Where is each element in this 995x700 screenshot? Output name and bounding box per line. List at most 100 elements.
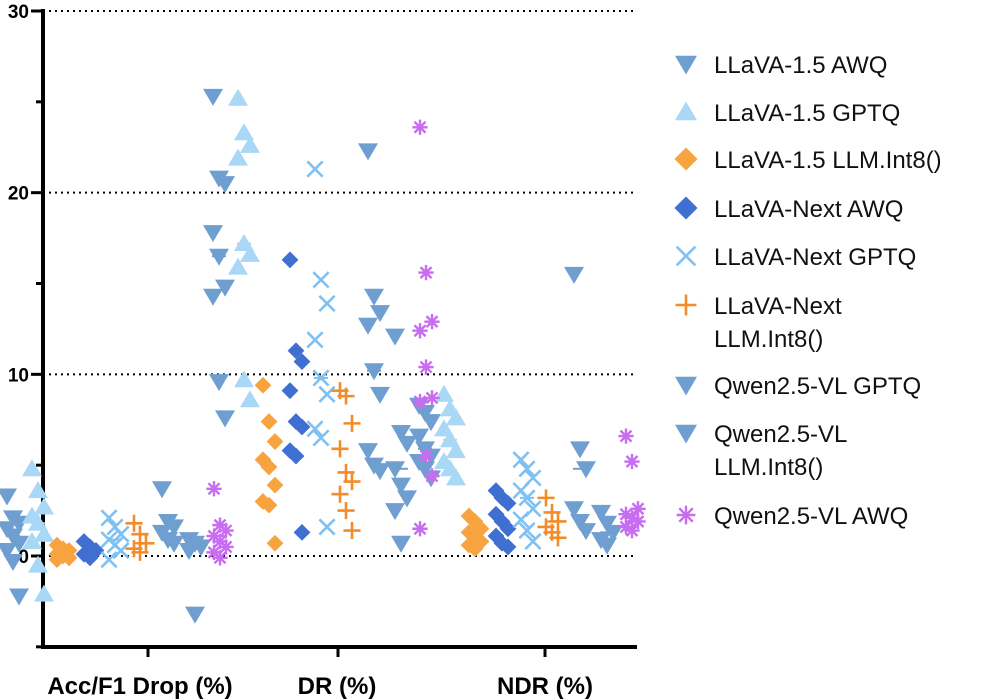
legend-label: Qwen2.5-VL AWQ	[714, 503, 908, 530]
data-point	[81, 549, 99, 567]
legend-marker	[674, 147, 698, 171]
legend-label: Qwen2.5-VL GPTQ	[714, 373, 921, 400]
data-point	[564, 266, 584, 284]
data-point	[391, 477, 411, 495]
data-point	[424, 314, 440, 330]
data-point	[260, 496, 278, 514]
data-point	[185, 606, 205, 624]
data-point	[460, 536, 478, 554]
x-category-label: DR (%)	[298, 673, 377, 700]
data-point	[624, 453, 640, 470]
data-point	[281, 251, 299, 269]
data-point	[228, 148, 248, 166]
data-point	[212, 550, 228, 566]
data-point	[412, 119, 428, 135]
data-point	[364, 288, 384, 306]
data-point	[209, 374, 229, 392]
data-point	[206, 481, 222, 497]
y-tick-label: 20	[8, 184, 29, 205]
data-point	[543, 503, 561, 521]
data-point	[48, 551, 66, 569]
data-point	[0, 488, 17, 506]
data-point	[460, 507, 478, 525]
data-point	[397, 435, 417, 453]
legend-marker	[675, 294, 697, 316]
data-point	[370, 386, 390, 404]
data-point	[618, 519, 634, 535]
data-point	[112, 541, 130, 560]
data-point	[499, 494, 517, 512]
data-point	[487, 527, 505, 545]
data-point	[215, 279, 235, 297]
data-point	[215, 176, 235, 194]
data-point	[385, 503, 405, 521]
data-point	[281, 382, 299, 400]
data-point	[518, 460, 536, 478]
data-point	[358, 317, 378, 335]
data-point	[22, 531, 42, 549]
data-point	[287, 342, 305, 360]
data-point	[493, 534, 511, 552]
data-point	[499, 538, 517, 556]
legend-item: LLaVA-1.5 AWQ	[675, 52, 887, 79]
data-point	[576, 523, 596, 541]
y-tick-label: 30	[8, 2, 29, 23]
data-point	[312, 271, 330, 289]
data-point	[293, 353, 311, 371]
data-point	[358, 443, 378, 461]
data-point	[306, 420, 324, 438]
data-point	[266, 534, 284, 552]
data-point	[234, 123, 254, 141]
data-point	[337, 502, 355, 520]
data-point	[418, 264, 434, 281]
data-point	[179, 543, 199, 561]
x-category-label: NDR (%)	[497, 673, 593, 700]
data-point	[318, 385, 336, 403]
y-tick-label: 0	[18, 547, 29, 568]
data-point	[421, 414, 441, 432]
legend-item: LLaVA-Next AWQ	[674, 196, 903, 223]
legend-marker	[675, 55, 697, 75]
data-points	[0, 88, 646, 624]
data-point	[466, 513, 484, 530]
data-point	[218, 539, 234, 555]
data-point	[234, 370, 254, 388]
data-point	[524, 532, 542, 551]
data-point	[28, 481, 48, 499]
data-point	[240, 244, 260, 262]
data-point	[254, 376, 272, 394]
data-point	[397, 490, 417, 508]
data-point	[424, 468, 440, 484]
data-point	[228, 88, 248, 106]
data-point	[318, 518, 336, 536]
data-point	[409, 428, 429, 446]
data-point	[358, 143, 378, 161]
legend-item: Qwen2.5-VL GPTQ	[675, 373, 921, 400]
data-point	[240, 135, 260, 153]
data-point	[240, 390, 260, 408]
y-tick-label: 10	[8, 365, 29, 386]
data-point	[100, 551, 118, 569]
data-point	[9, 515, 29, 533]
data-point	[287, 447, 305, 465]
data-point	[415, 461, 435, 479]
data-point	[152, 481, 172, 499]
legend-item: LLaVA-Next GPTQ	[675, 244, 916, 271]
data-point	[499, 520, 517, 538]
data-point	[34, 524, 54, 542]
data-point	[466, 529, 484, 547]
data-point	[306, 331, 324, 349]
legend-label: LLaVA-Next AWQ	[714, 196, 903, 223]
data-point	[624, 522, 640, 539]
data-point	[597, 537, 617, 555]
data-point	[370, 305, 390, 323]
legend-label: LLaVA-1.5 AWQ	[714, 52, 887, 79]
data-point	[591, 504, 611, 522]
data-point	[203, 88, 223, 106]
legend-item: Qwen2.5-VL AWQ	[676, 503, 908, 530]
data-point	[391, 424, 411, 442]
legend-marker	[676, 505, 696, 525]
